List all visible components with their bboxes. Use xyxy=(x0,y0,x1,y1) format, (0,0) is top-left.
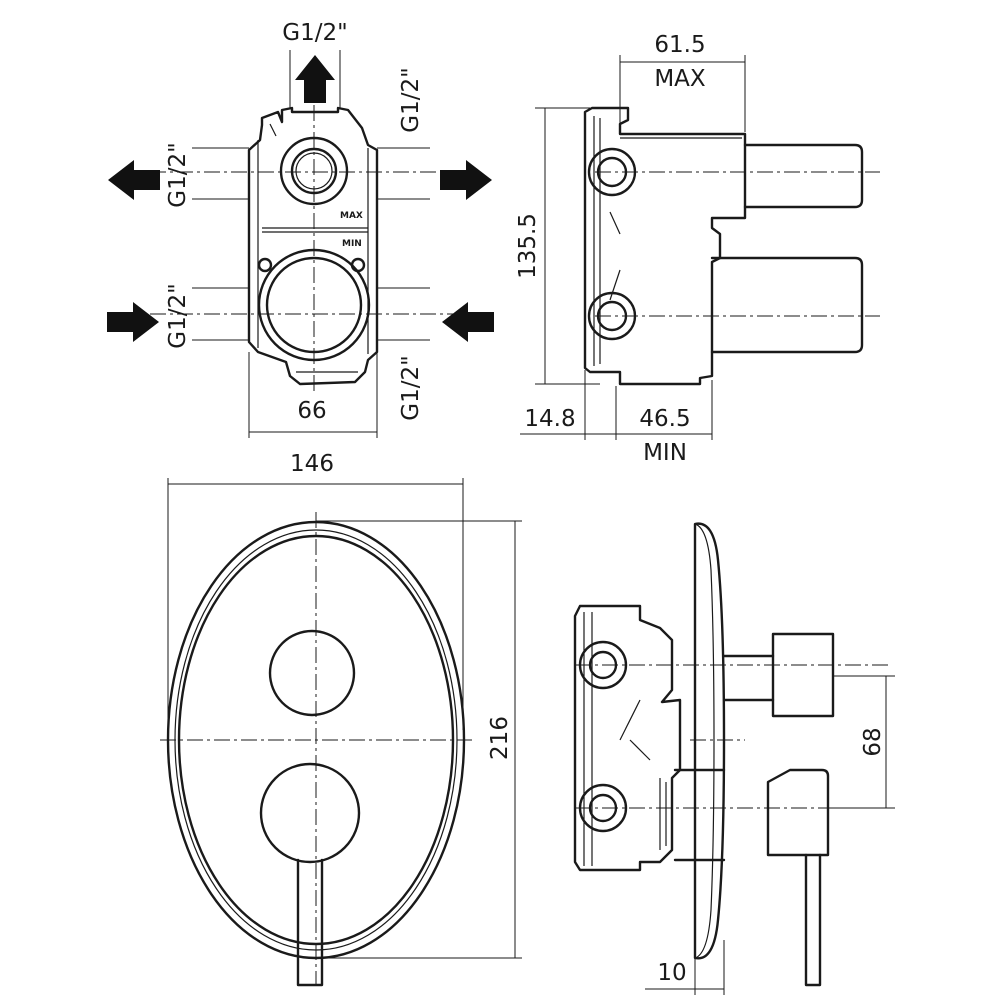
width-66-label: 66 xyxy=(297,398,326,424)
valve-body-front-view: MAX MIN G1/2" G1/2" G1/2" G1/2" G1/2" 66 xyxy=(107,20,494,438)
left-lower-thread-label: G1/2" xyxy=(165,283,191,348)
cover-plate-front-view: 146 216 xyxy=(160,451,522,987)
body-min-text: MIN xyxy=(342,239,362,249)
body-max-text: MAX xyxy=(340,211,363,221)
depth-14-8-label: 14.8 xyxy=(524,406,575,432)
min-label: MIN xyxy=(643,440,687,466)
assembly-side-view: 68 10 xyxy=(573,522,895,995)
max-label: MAX xyxy=(654,66,706,92)
depth-61-5-label: 61.5 xyxy=(654,32,705,58)
right-top-thread-label: G1/2" xyxy=(398,67,424,132)
valve-body-side-view: 61.5 MAX 135.5 14.8 46.5 MIN xyxy=(515,32,880,466)
inlet-top-thread-label: G1/2" xyxy=(282,20,347,46)
handle-spacing-68-label: 68 xyxy=(860,727,886,756)
inlet-arrow-right-icon xyxy=(107,302,159,342)
right-bottom-thread-label: G1/2" xyxy=(398,355,424,420)
outlet-arrow-up-icon xyxy=(295,55,335,103)
plate-width-146-label: 146 xyxy=(290,451,334,477)
left-upper-thread-label: G1/2" xyxy=(165,142,191,207)
inlet-arrow-left-icon xyxy=(442,302,494,342)
plate-depth-10-label: 10 xyxy=(657,960,686,986)
depth-46-5-label: 46.5 xyxy=(639,406,690,432)
outlet-arrow-left-icon xyxy=(108,160,160,200)
height-135-5-label: 135.5 xyxy=(515,213,541,279)
plate-height-216-label: 216 xyxy=(487,716,513,760)
outlet-arrow-right-icon xyxy=(440,160,492,200)
